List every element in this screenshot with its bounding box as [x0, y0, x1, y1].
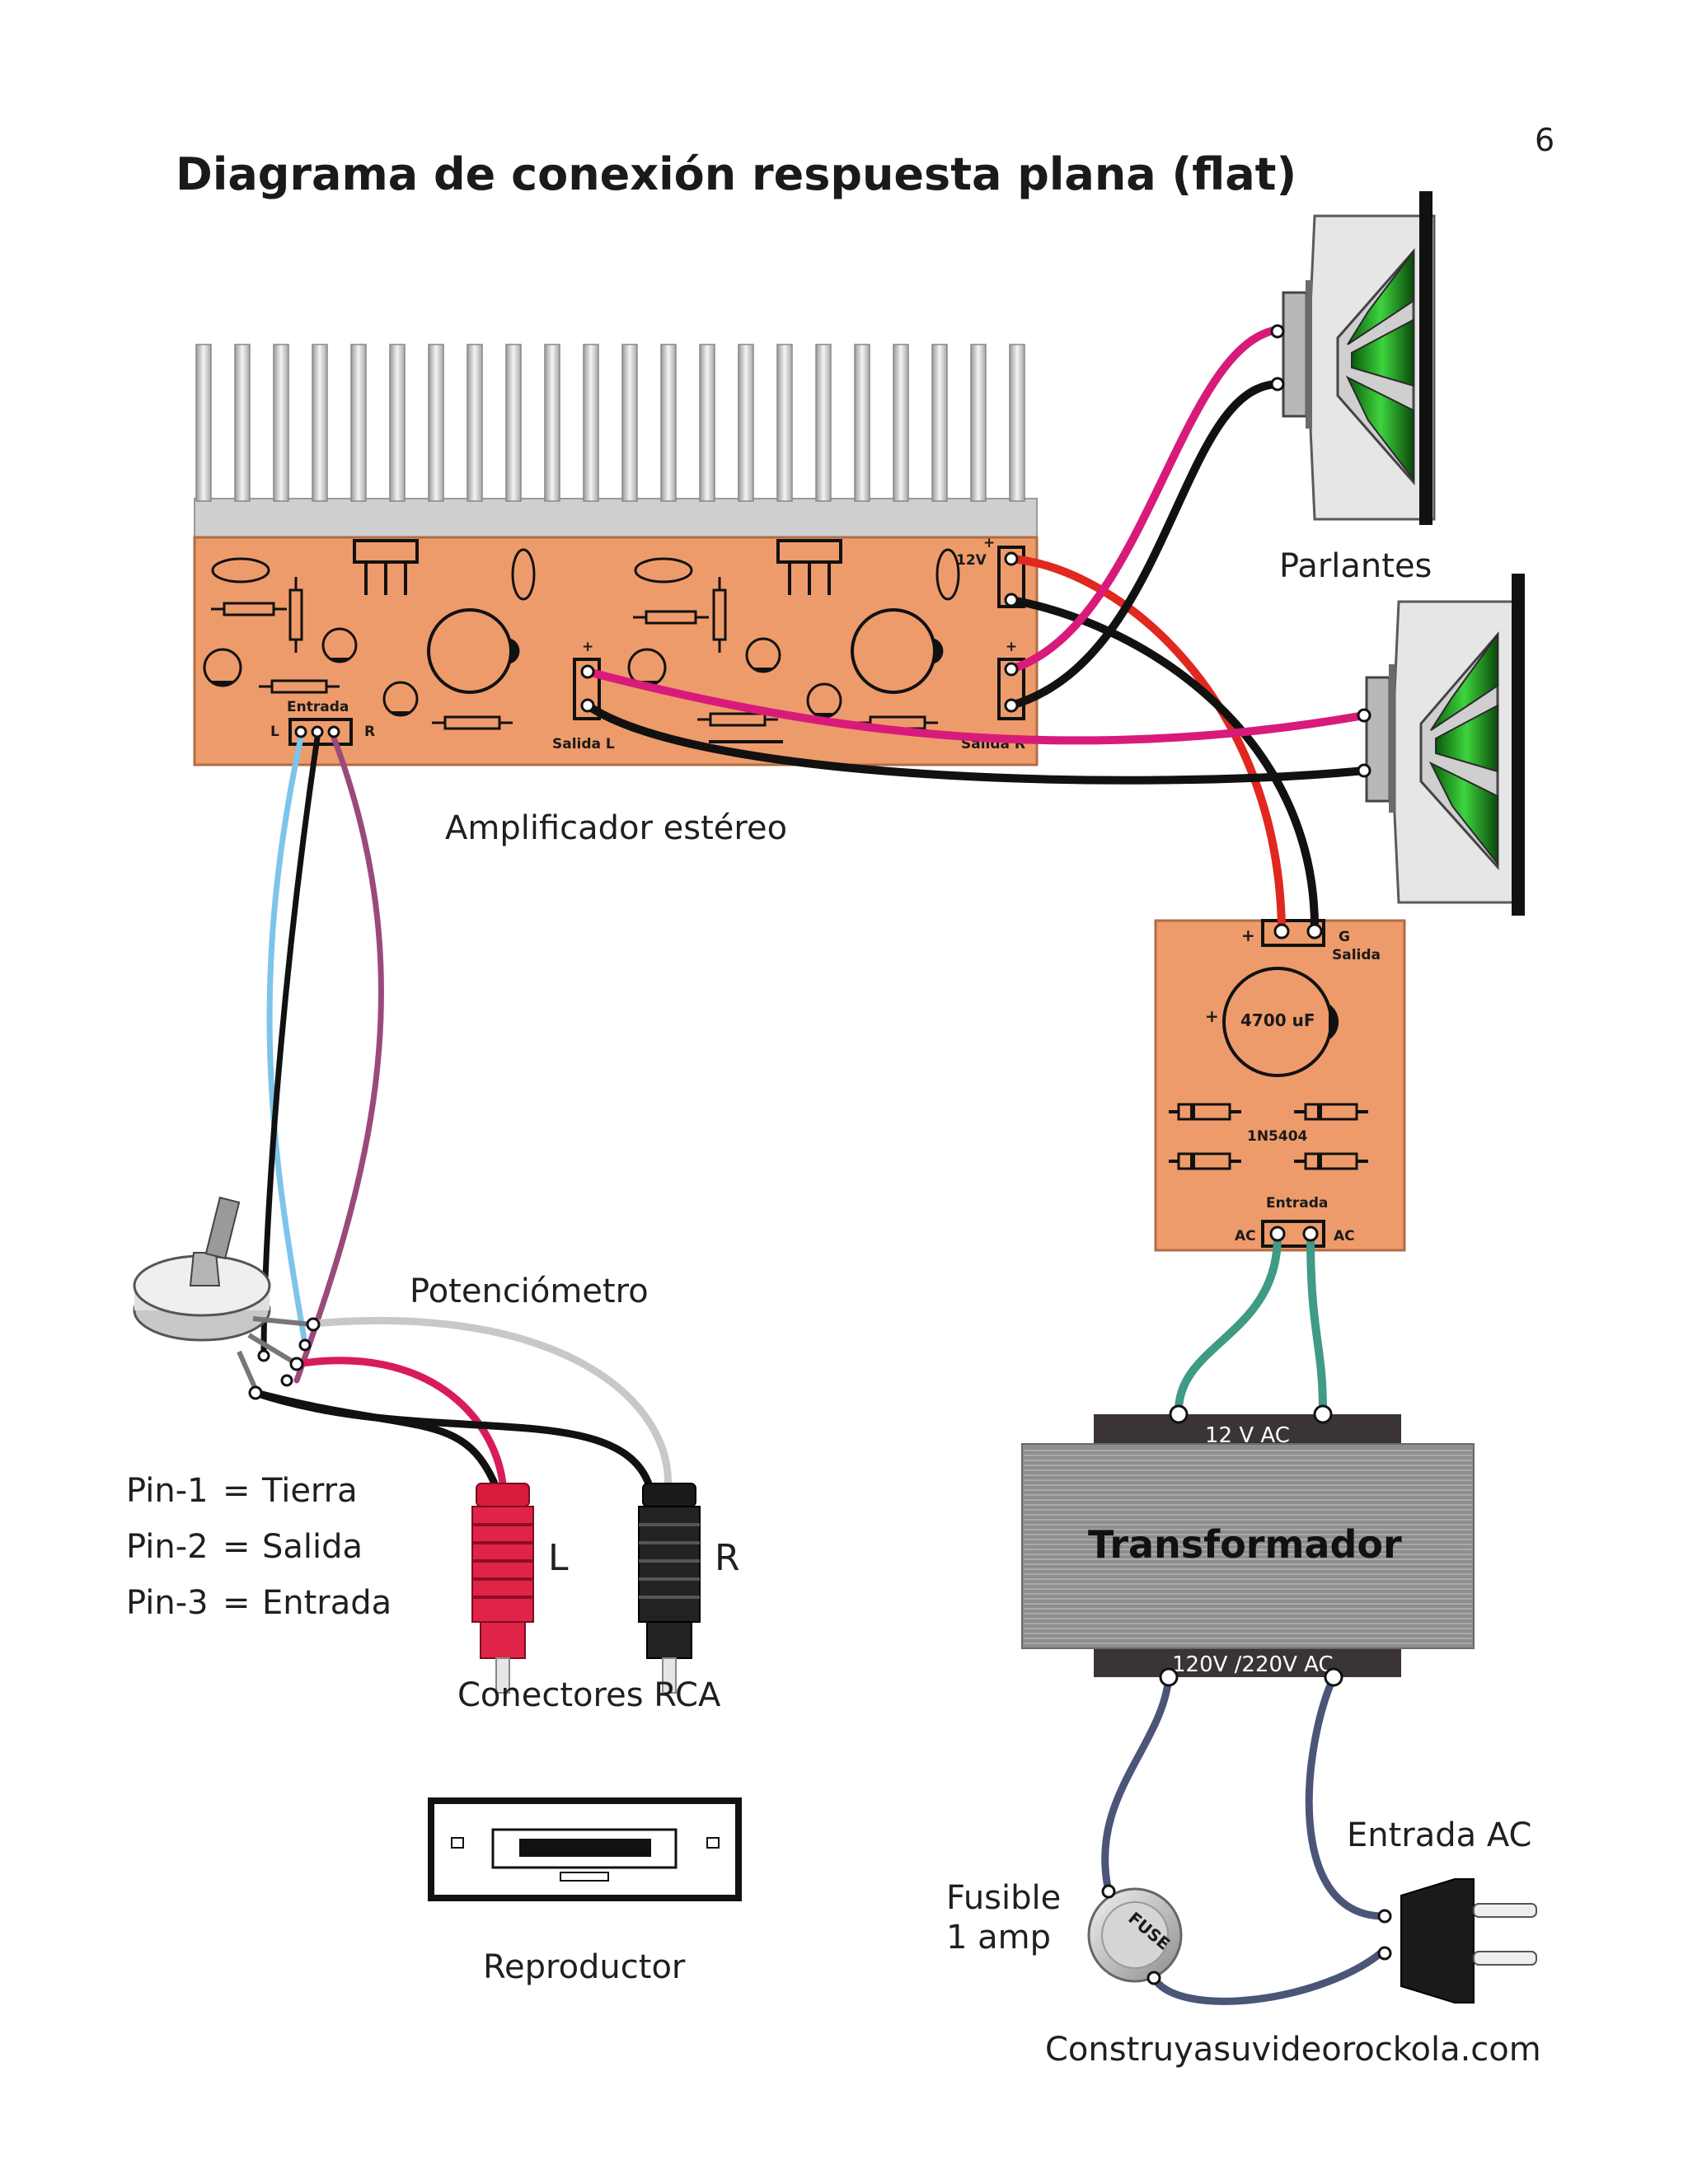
ac-input-label: Entrada AC — [1347, 1816, 1531, 1854]
potentiometer — [133, 1196, 321, 1400]
heatsink-fin — [467, 344, 483, 502]
heatsink-fin — [389, 344, 406, 502]
amp-input-r-label: R — [364, 724, 375, 740]
heatsink-fin — [970, 344, 987, 502]
amp-power-label: 12V — [956, 552, 987, 569]
wires — [251, 326, 1385, 2005]
wire-right-speaker-positive — [1007, 326, 1282, 673]
wire-power-ground — [1007, 596, 1319, 931]
heatsink-fin — [660, 344, 677, 502]
heatsink-fin — [776, 344, 793, 502]
diode-label: 1N5404 — [1247, 1128, 1308, 1145]
psu-out-label: Salida — [1332, 947, 1381, 963]
heatsink-fin — [428, 344, 444, 502]
heatsink-fin — [621, 344, 638, 502]
amp-out-left-plus: + — [582, 639, 593, 655]
amp-out-right-plus: + — [1006, 639, 1017, 655]
wire-primary-to-plug — [1305, 1673, 1385, 1920]
heatsink-fin — [544, 344, 560, 502]
wire-pot-to-amp-left — [266, 734, 308, 1347]
transformer-title: Transformador — [1088, 1522, 1402, 1567]
amp-input-label: Entrada — [287, 699, 349, 715]
capacitor-label: 4700 uF — [1240, 1010, 1315, 1030]
transformer-primary-label: 120V /220V AC — [1172, 1652, 1334, 1677]
pin-3-value: Entrada — [262, 1584, 392, 1622]
heatsink-fin — [195, 344, 212, 502]
terminal-dots — [294, 324, 1372, 1687]
rca-right-connector — [638, 1483, 701, 1694]
heatsink-fin — [854, 344, 870, 502]
wire-ac-secondary-1 — [1175, 1232, 1282, 1415]
rca-connectors-label: Conectores RCA — [457, 1676, 721, 1714]
rca-left-connector — [471, 1483, 534, 1694]
heatsink-fin — [893, 344, 909, 502]
wire-ac-secondary-2 — [1306, 1232, 1327, 1415]
pin-2-name: Pin-2 — [126, 1528, 209, 1566]
wire-pot-to-amp-right — [293, 734, 384, 1384]
fuse-label-line1: Fusible — [946, 1879, 1061, 1917]
pin-2-eq: = — [223, 1528, 251, 1566]
wire-primary-to-fuse — [1101, 1673, 1173, 1896]
potentiometer-label: Potenciómetro — [410, 1272, 649, 1310]
pin-1-value: Tierra — [261, 1472, 358, 1510]
heatsink-fin — [234, 344, 251, 502]
speaker-bottom — [1365, 574, 1525, 916]
heatsink-fin — [350, 344, 367, 502]
heatsink-fin — [312, 344, 328, 502]
heatsink-fin — [505, 344, 522, 502]
amp-input-l-label: L — [270, 724, 279, 740]
amplifier-label: Amplificador estéreo — [445, 809, 787, 847]
pin-3-eq: = — [223, 1584, 251, 1622]
heatsink-fin — [738, 344, 754, 502]
amp-out-left-label: Salida L — [552, 736, 615, 752]
wire-right-speaker-negative — [1007, 380, 1282, 710]
power-supply-board — [1154, 919, 1406, 1252]
heatsink-fin — [1009, 344, 1025, 502]
wire-ground-to-rca-right — [251, 1389, 655, 1496]
wire-left-speaker-negative — [584, 701, 1368, 785]
psu-input-label: Entrada — [1266, 1195, 1328, 1212]
wire-power-positive — [1007, 555, 1286, 931]
psu-out-g-label: G — [1339, 929, 1350, 945]
capacitor-plus: + — [1205, 1006, 1219, 1026]
speaker-top — [1282, 191, 1436, 525]
fuse-label-line2: 1 amp — [946, 1919, 1051, 1957]
heatsink-fin — [699, 344, 715, 502]
rca-right-letter: R — [715, 1537, 740, 1579]
amplifier-heatsink — [194, 344, 1038, 539]
amp-power-plus: + — [983, 535, 995, 551]
pin-legend: Pin-1 = Tierra Pin-2 = Salida Pin-3 = En… — [126, 1472, 392, 1622]
pin-1-eq: = — [223, 1472, 251, 1510]
wire-pot-to-rca-right — [309, 1316, 672, 1496]
website-credit: Construyasuvideorockola.com — [1045, 2031, 1541, 2069]
heatsink-fin — [931, 344, 948, 502]
fuse: FUSE — [1087, 1884, 1183, 1985]
speakers-label: Parlantes — [1279, 547, 1432, 585]
heatsink-fin — [815, 344, 832, 502]
ac-plug — [1377, 1878, 1537, 2004]
player-label: Reproductor — [483, 1948, 686, 1986]
psu-out-plus: + — [1241, 926, 1255, 945]
pin-3-name: Pin-3 — [126, 1584, 209, 1622]
heatsink-fin — [583, 344, 599, 502]
pin-2-value: Salida — [262, 1528, 363, 1566]
pin-1-name: Pin-1 — [126, 1472, 209, 1510]
psu-ac-left-label: AC — [1235, 1228, 1256, 1244]
player-device — [428, 1797, 742, 1901]
rca-left-letter: L — [548, 1537, 569, 1579]
page-number: 6 — [1535, 122, 1554, 158]
transformer — [1021, 1414, 1475, 1677]
heatsink-fin — [273, 344, 289, 502]
wire-fuse-to-plug — [1150, 1949, 1385, 2005]
page-title: Diagrama de conexión respuesta plana (fl… — [176, 148, 1296, 200]
psu-ac-right-label: AC — [1334, 1228, 1355, 1244]
wire-left-speaker-positive — [584, 668, 1368, 745]
transformer-secondary-label: 12 V AC — [1205, 1423, 1290, 1448]
wire-pot-to-rca-left — [293, 1357, 507, 1488]
